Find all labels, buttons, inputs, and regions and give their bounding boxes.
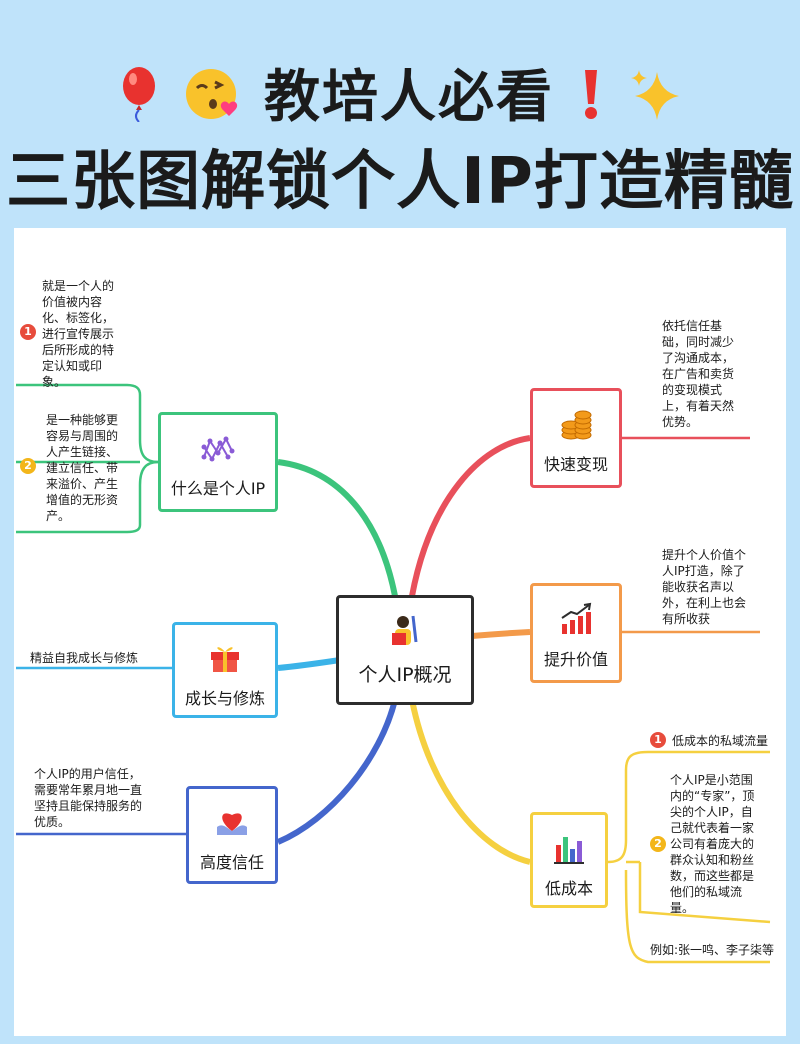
- bracket-what-is-ip-2: [16, 460, 159, 534]
- kiss-face-icon: [183, 66, 243, 136]
- title-line-1: 教培人必看: [0, 52, 800, 136]
- bracket-what-is-ip: [16, 383, 159, 464]
- teacher-icon: [339, 612, 471, 654]
- node-value[interactable]: 提升价值: [530, 583, 622, 683]
- sparkles-icon: [627, 66, 683, 136]
- badge-1: 1: [20, 324, 36, 340]
- badge-2: 2: [20, 458, 36, 474]
- center-node[interactable]: 个人IP概况: [336, 595, 474, 705]
- balloon-icon: [117, 66, 161, 136]
- badge-2: 2: [650, 836, 666, 852]
- title-text-1: 教培人必看: [264, 65, 554, 130]
- note-value: 提升个人价值个人IP打造，除了能收获名声以外，在利上也会有所收获: [662, 548, 747, 626]
- note-growth: 精益自我成长与修炼: [30, 651, 139, 665]
- node-label: 提升价值: [543, 650, 608, 669]
- node-label: 快速变现: [543, 455, 608, 474]
- link-low-cost: [409, 699, 531, 865]
- exclamation-icon: [576, 66, 606, 136]
- node-low-cost[interactable]: 低成本: [530, 812, 608, 908]
- badge-1: 1: [650, 732, 666, 748]
- bracket-low-cost: [607, 750, 770, 864]
- node-label: 低成本: [544, 879, 593, 898]
- link-growth: [277, 657, 341, 671]
- link-trust: [276, 699, 398, 845]
- note-ip-definition: 就是一个人的价值被内容化、标签化，进行宣传展示后所形成的特定认知或印象。: [42, 279, 115, 389]
- note-monetize: 依托信任基础，同时减少了沟通成本，在广告和卖货的变现模式上，有着天然优势。: [662, 319, 735, 429]
- node-label: 什么是个人IP: [170, 479, 266, 498]
- center-label: 个人IP概况: [358, 664, 452, 686]
- bar-chart-icon: [533, 831, 605, 869]
- link-value: [471, 629, 531, 639]
- node-label: 成长与修炼: [184, 689, 265, 708]
- growth-chart-icon: [533, 602, 619, 640]
- note-trust: 个人IP的用户信任，需要常年累月地一直坚持且能保持服务的优质。: [34, 767, 143, 829]
- node-monetize[interactable]: 快速变现: [530, 388, 622, 488]
- heart-hands-icon: [189, 805, 275, 841]
- note-ip-asset: 是一种能够更容易与周围的人产生链接、建立信任、带来溢价、产生增值的无形资产。: [46, 413, 119, 523]
- node-trust[interactable]: 高度信任: [186, 786, 278, 884]
- coins-icon: [533, 407, 619, 445]
- note-expert: 个人IP是小范围内的“专家”，顶尖的个人IP，自己就代表着一家公司有着庞大的群众…: [670, 773, 755, 915]
- note-example: 例如:张一鸣、李子柒等: [650, 943, 775, 957]
- node-growth[interactable]: 成长与修炼: [172, 622, 278, 718]
- link-monetize: [409, 435, 531, 597]
- node-what-is-ip[interactable]: 什么是个人IP: [158, 412, 278, 512]
- node-label: 高度信任: [199, 853, 264, 872]
- link-what-is-ip: [277, 459, 398, 597]
- network-icon: [161, 433, 275, 467]
- title-line-2: 三张图解锁个人IP打造精髓: [6, 145, 794, 219]
- gift-icon: [175, 641, 275, 677]
- note-private-traffic: 低成本的私域流量: [672, 734, 769, 748]
